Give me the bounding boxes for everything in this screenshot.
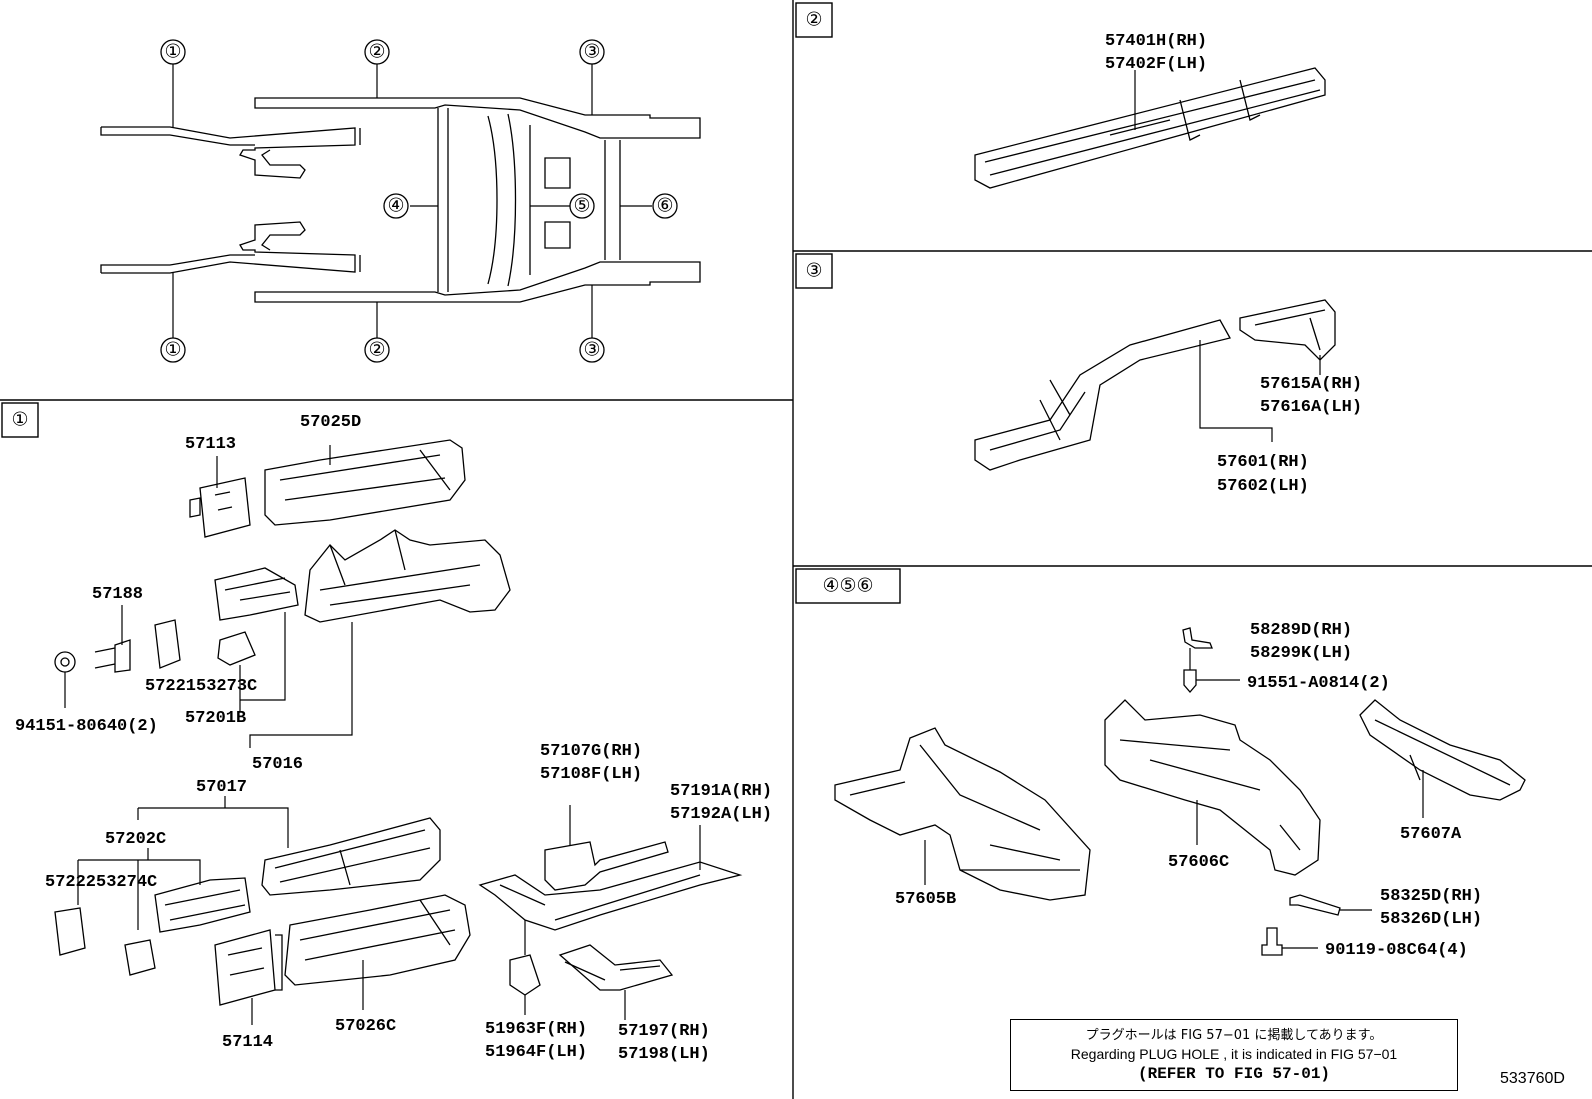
figure-id: 533760D — [1500, 1070, 1565, 1087]
part-drawing-57202C — [77, 848, 251, 933]
section-badge-2: ② — [795, 2, 833, 38]
svg-text:③: ③ — [805, 261, 822, 282]
label-57202C: 57202C — [105, 830, 166, 849]
label-57191A: 57191A(RH) — [670, 782, 772, 801]
svg-text:④: ④ — [387, 196, 404, 217]
part-drawing-57025D — [264, 439, 466, 526]
label-57606C: 57606C — [1168, 853, 1229, 872]
label-91551: 91551-A0814(2) — [1247, 674, 1390, 693]
plug-hole-note: プラグホールは FIG 57−01 に掲載してあります。 Regarding P… — [1010, 1019, 1458, 1091]
svg-text:⑤: ⑤ — [573, 196, 590, 217]
label-57616A: 57616A(LH) — [1260, 398, 1362, 417]
svg-text:①: ① — [164, 42, 181, 63]
section-badge-3: ③ — [795, 253, 833, 289]
overview-markers: ① ② ③ ④ ⑤ ⑥ ① ② ③ — [160, 39, 678, 363]
svg-text:①: ① — [11, 410, 28, 431]
svg-text:②: ② — [368, 42, 385, 63]
label-51963F: 51963F(RH) — [485, 1020, 587, 1039]
note-reference: (REFER TO FIG 57-01) — [1137, 1065, 1331, 1083]
part-drawing-57607A — [1359, 699, 1526, 818]
label-57221-53273C: 5722153273C — [145, 677, 257, 696]
label-51964F: 51964F(LH) — [485, 1043, 587, 1062]
marker-6: ⑥ — [652, 193, 678, 219]
part-drawing-58289D — [1182, 627, 1213, 670]
svg-text:③: ③ — [583, 42, 600, 63]
svg-text:④⑤⑥: ④⑤⑥ — [822, 576, 873, 597]
marker-1-top: ① — [160, 39, 186, 65]
marker-4: ④ — [383, 193, 409, 219]
part-drawing-57197 — [558, 944, 674, 1020]
part-drawing-57401H — [974, 67, 1326, 189]
part-drawing-91551-bolt — [1183, 669, 1240, 693]
marker-2-top: ② — [364, 39, 390, 65]
svg-text:②: ② — [368, 340, 385, 361]
note-japanese: プラグホールは FIG 57−01 に掲載してあります。 — [1085, 1028, 1383, 1043]
label-57197: 57197(RH) — [618, 1022, 710, 1041]
label-57016: 57016 — [252, 755, 303, 774]
part-drawing-57605B — [834, 727, 1091, 901]
label-57198: 57198(LH) — [618, 1045, 710, 1064]
label-57607A: 57607A — [1400, 825, 1462, 844]
svg-text:③: ③ — [583, 340, 600, 361]
part-drawing-57188 — [54, 605, 181, 708]
chassis-overview — [100, 64, 701, 338]
label-57615A: 57615A(RH) — [1260, 375, 1362, 394]
label-57402F: 57402F(LH) — [1105, 55, 1207, 74]
part-drawing-57606C — [1104, 699, 1321, 876]
label-57601: 57601(RH) — [1217, 453, 1309, 472]
label-57025D: 57025D — [300, 413, 361, 432]
svg-text:①: ① — [164, 340, 181, 361]
label-57114: 57114 — [222, 1033, 273, 1052]
part-drawing-57113 — [189, 456, 251, 538]
label-57108F: 57108F(LH) — [540, 765, 642, 784]
part-drawing-57114 — [214, 929, 283, 1025]
part-drawing-57222 — [54, 907, 156, 976]
part-drawing-57191A — [478, 825, 743, 955]
label-94151: 94151-80640(2) — [15, 717, 158, 736]
label-57026C: 57026C — [335, 1017, 396, 1036]
part-drawing-57026C — [284, 894, 471, 1010]
part-drawing-57016 — [249, 529, 511, 748]
label-58299K: 58299K(LH) — [1250, 644, 1352, 663]
part-drawing-58325D — [1289, 894, 1372, 916]
section-badge-456: ④⑤⑥ — [795, 568, 901, 604]
leaders-section-3 — [1199, 340, 1321, 442]
part-drawing-51963F — [509, 954, 541, 1015]
svg-text:⑥: ⑥ — [656, 196, 673, 217]
part-drawing-57017 — [137, 796, 441, 896]
label-57113: 57113 — [185, 435, 236, 454]
label-57401H: 57401H(RH) — [1105, 32, 1207, 51]
svg-text:②: ② — [805, 10, 822, 31]
label-57017: 57017 — [196, 778, 247, 797]
label-57192A: 57192A(LH) — [670, 805, 772, 824]
section-badge-1: ① — [1, 402, 39, 438]
note-english: Regarding PLUG HOLE , it is indicated in… — [1070, 1046, 1398, 1062]
part-labels: 57401H(RH) 57402F(LH) 57615A(RH) 57616A(… — [15, 32, 1482, 1064]
marker-2-bottom: ② — [364, 337, 390, 363]
label-58289D: 58289D(RH) — [1250, 621, 1352, 640]
label-57201B: 57201B — [185, 709, 246, 728]
label-58325D: 58325D(RH) — [1380, 887, 1482, 906]
marker-3-top: ③ — [579, 39, 605, 65]
label-57188: 57188 — [92, 585, 143, 604]
part-drawing-57601 — [974, 319, 1231, 471]
part-drawing-57201B — [214, 567, 299, 712]
label-57605B: 57605B — [895, 890, 956, 909]
marker-1-bottom: ① — [160, 337, 186, 363]
label-90119: 90119-08C64(4) — [1325, 941, 1468, 960]
label-58326D: 58326D(LH) — [1380, 910, 1482, 929]
label-57222-53274C: 5722253274C — [45, 873, 157, 892]
part-drawing-90119-bolt — [1261, 927, 1318, 956]
marker-3-bottom: ③ — [579, 337, 605, 363]
label-57107G: 57107G(RH) — [540, 742, 642, 761]
marker-5: ⑤ — [569, 193, 595, 219]
part-drawing-57107G — [544, 805, 669, 891]
part-drawing-57615A — [1239, 299, 1336, 361]
label-57602: 57602(LH) — [1217, 477, 1309, 496]
